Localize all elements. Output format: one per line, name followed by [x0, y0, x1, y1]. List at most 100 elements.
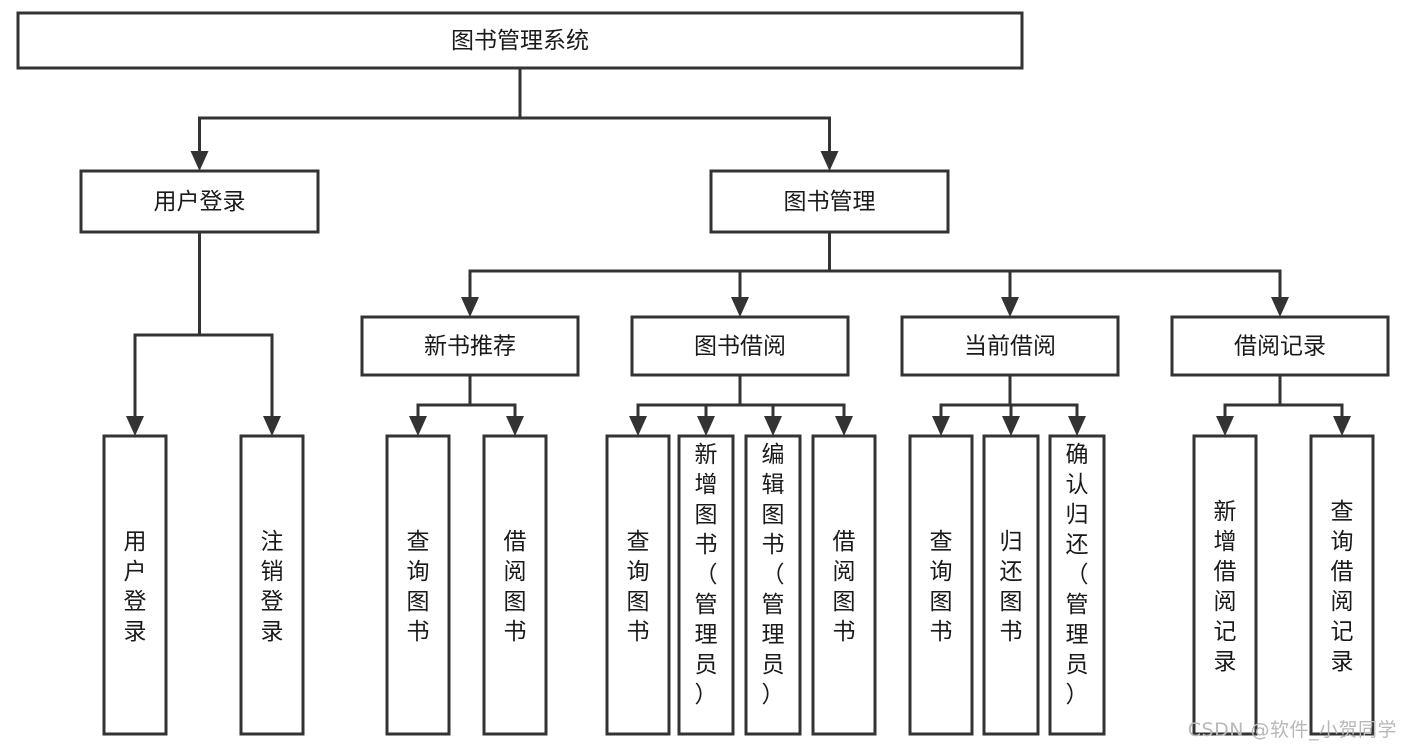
connector-arrow — [835, 403, 853, 436]
node-leaf-return-book-rect — [982, 434, 1040, 736]
arrow-head-icon — [409, 416, 427, 436]
node-leaf-query-record-label-char: 询 — [1331, 529, 1354, 555]
node-leaf-edit-book-rect — [744, 434, 802, 736]
connector-arrow — [1068, 403, 1086, 436]
node-leaf-add-book-rect — [677, 434, 735, 736]
arrow-head-icon — [1216, 416, 1234, 436]
node-leaf-query-record-label-char: 记 — [1331, 619, 1354, 645]
node-leaf-query-book-cb-rect — [908, 434, 974, 736]
node-leaf-add-record-label-char: 新 — [1214, 499, 1237, 525]
node-leaf-add-book-label-char: 员 — [695, 652, 718, 678]
node-leaf-query-book-cb-label-char: 查 — [930, 529, 953, 555]
node-leaf-return-book-label-char: 图 — [1000, 589, 1023, 615]
node-leaf-edit-book-label-char: ） — [762, 682, 785, 708]
arrow-head-icon — [932, 416, 950, 436]
connector-arrow — [629, 403, 647, 436]
node-book-manage[interactable]: 图书管理 — [709, 169, 950, 234]
node-leaf-add-book-label-char: 理 — [695, 622, 718, 648]
arrow-head-icon — [835, 416, 853, 436]
node-leaf-edit-book-label-char: （ — [762, 562, 785, 588]
node-leaf-confirm-return-label-char: 认 — [1066, 472, 1089, 498]
node-leaf-add-record-rect — [1192, 434, 1258, 736]
connector-arrow — [190, 116, 209, 171]
node-current-borrow[interactable]: 当前借阅 — [900, 315, 1120, 377]
node-root-system[interactable]: 图书管理系统 — [16, 11, 1024, 70]
node-current-borrow-rect — [900, 315, 1120, 377]
node-leaf-confirm-return-label-char: 归 — [1066, 502, 1089, 528]
node-leaf-user-login[interactable]: 用户登录 — [102, 434, 168, 736]
arrow-head-icon — [190, 151, 209, 171]
node-leaf-query-book-cb-label-char: 图 — [930, 589, 953, 615]
node-leaf-query-record-label-char: 阅 — [1331, 589, 1354, 615]
node-leaf-add-book-label-char: （ — [695, 562, 718, 588]
arrow-head-icon — [629, 416, 647, 436]
connector-arrow — [1001, 269, 1019, 317]
arrow-head-icon — [506, 416, 524, 436]
node-leaf-edit-book-label-char: 管 — [762, 592, 785, 618]
node-leaf-confirm-return-label-char: 管 — [1066, 592, 1089, 618]
node-book-borrow[interactable]: 图书借阅 — [630, 315, 850, 377]
node-leaf-add-book-label-char: 管 — [695, 592, 718, 618]
connector-arrow — [820, 116, 839, 171]
node-user-login[interactable]: 用户登录 — [79, 169, 320, 234]
arrow-head-icon — [1001, 297, 1019, 317]
node-leaf-add-book-label-char: 图 — [695, 502, 718, 528]
node-leaf-confirm-return-label-char: 还 — [1066, 532, 1089, 558]
node-root-system-rect — [16, 11, 1024, 70]
node-leaf-query-book-rec-label-char: 图 — [407, 589, 430, 615]
node-book-manage-rect — [709, 169, 950, 234]
arrow-head-icon — [461, 297, 479, 317]
connector-arrow — [506, 403, 524, 436]
arrow-head-icon — [764, 416, 782, 436]
arrow-head-icon — [126, 416, 144, 436]
node-boxes: 图书管理系统用户登录图书管理新书推荐图书借阅当前借阅借阅记录用户登录注销登录查询… — [16, 11, 1390, 736]
node-new-book-rec[interactable]: 新书推荐 — [360, 315, 580, 377]
node-leaf-add-book-label-char: 书 — [695, 532, 718, 558]
node-borrow-record[interactable]: 借阅记录 — [1170, 315, 1390, 377]
node-leaf-query-book-bb-label-char: 图 — [627, 589, 650, 615]
node-leaf-confirm-return-label-char: 理 — [1066, 622, 1089, 648]
node-leaf-query-book-bb-label-char: 查 — [627, 529, 650, 555]
node-leaf-borrow-book-rec-label-char: 书 — [504, 619, 527, 645]
node-leaf-user-login-label-char: 登 — [124, 589, 147, 615]
node-leaf-user-login-rect — [102, 434, 168, 736]
node-leaf-add-book-label-char: 增 — [695, 472, 718, 498]
node-leaf-user-logout-label-char: 销 — [261, 559, 284, 585]
connector-lines — [126, 66, 1351, 436]
node-leaf-query-book-cb-label-char: 书 — [930, 619, 953, 645]
node-leaf-user-login-label-char: 用 — [124, 529, 147, 555]
node-leaf-borrow-book-bb-label-char: 书 — [833, 619, 856, 645]
node-leaf-user-logout-rect — [239, 434, 305, 736]
node-leaf-query-record-label-char: 查 — [1331, 499, 1354, 525]
node-leaf-edit-book-label-char: 理 — [762, 622, 785, 648]
connector-arrow — [126, 333, 144, 436]
connector-arrow — [263, 333, 281, 436]
node-book-borrow-rect — [630, 315, 850, 377]
connector-arrow — [731, 269, 749, 317]
node-leaf-borrow-book-bb-label-char: 阅 — [833, 559, 856, 585]
node-new-book-rec-rect — [360, 315, 580, 377]
node-leaf-return-book-label-char: 归 — [1000, 529, 1023, 555]
connector-arrow — [697, 403, 715, 436]
node-leaf-borrow-book-rec-rect — [482, 434, 548, 736]
connector-arrow — [409, 403, 427, 436]
node-leaf-add-book-label-char: ） — [695, 682, 718, 708]
node-user-login-rect — [79, 169, 320, 234]
node-leaf-return-book-label-char: 书 — [1000, 619, 1023, 645]
node-leaf-query-book-rec-label-char: 询 — [407, 559, 430, 585]
node-leaf-user-logout-label-char: 注 — [261, 529, 284, 555]
connector-arrow — [1271, 269, 1289, 317]
